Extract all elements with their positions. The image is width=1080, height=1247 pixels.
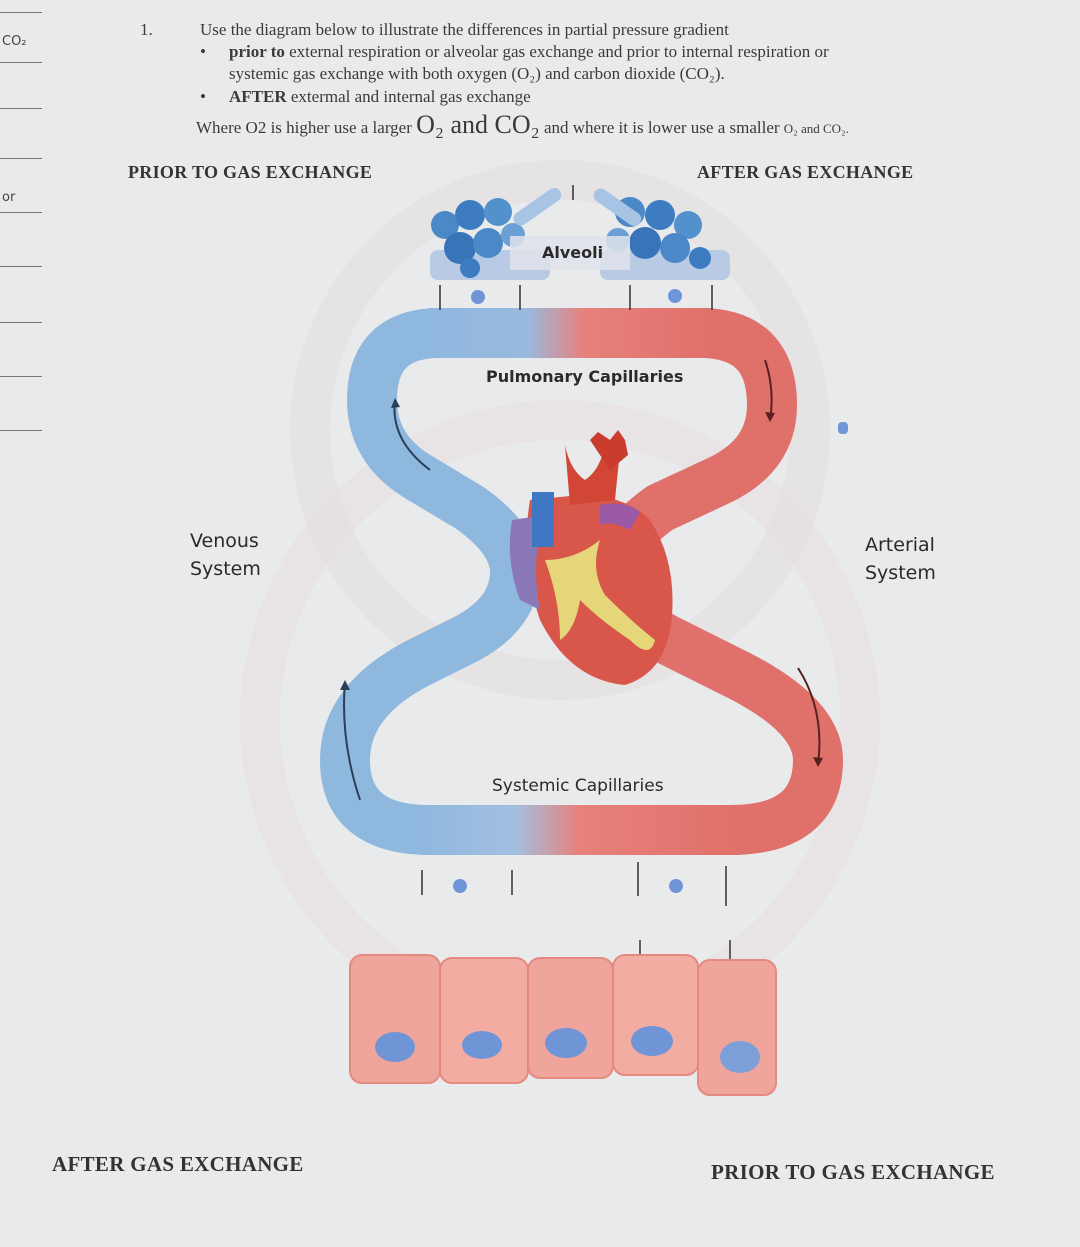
flow-arrow [393, 399, 431, 471]
arrow-head [765, 412, 775, 422]
alveoli-label-backdrop [510, 236, 630, 270]
bullet-1-text: external respiration or alveolar gas exc… [284, 42, 829, 61]
gas-molecule [471, 290, 485, 304]
large-co2: CO₂ [494, 110, 540, 139]
margin-line [0, 62, 42, 63]
tissue-cells [349, 954, 777, 1096]
instruction-period: . [845, 121, 849, 136]
instruction-text: Where O2 is higher use a larger [196, 118, 417, 137]
heading-bottom-right: PRIOR TO GAS EXCHANGE [711, 1160, 995, 1184]
question-intro: Use the diagram below to illustrate the … [200, 20, 729, 39]
arrow-head [340, 680, 350, 690]
large-o2: O₂ [416, 110, 444, 139]
margin-scribble: CO₂ [2, 34, 27, 49]
margin-line [0, 430, 42, 431]
instruction-text: and where it is lower use a smaller [539, 118, 784, 137]
bullet-2-text: extermal and internal gas exchange [286, 87, 531, 106]
arterial-label-line2: System [865, 562, 936, 584]
question-number: 1. [140, 20, 153, 39]
pulmonary-capillary-segment [430, 308, 710, 358]
flow-arrow [343, 681, 361, 801]
margin-scribble: or [2, 190, 16, 205]
background-ghost [290, 160, 830, 700]
instruction-and: and [443, 110, 495, 139]
heart-illustration [509, 430, 673, 685]
venous-label-line1: Venous [190, 530, 259, 552]
heading-top-left: PRIOR TO GAS EXCHANGE [128, 162, 373, 182]
systemic-capillaries-label: Systemic Capillaries [492, 776, 664, 796]
bullet-2: AFTER extermal and internal gas exchange [229, 86, 531, 108]
instruction-and-small: and [797, 121, 823, 136]
bullet-dot: • [200, 42, 206, 61]
margin-line [0, 212, 42, 213]
arterial-system-label: Arterial System [865, 531, 936, 587]
alveoli-right [593, 188, 730, 280]
flow-arrow [797, 667, 821, 766]
pulmonary-capillaries-label: Pulmonary Capillaries [486, 367, 684, 386]
bullet-dot: • [200, 87, 206, 106]
systemic-capillary-segment [420, 805, 740, 855]
bullet-1: prior to external respiration or alveola… [229, 41, 989, 85]
venous-system-label: Venous System [190, 527, 261, 583]
venous-label-line2: System [190, 558, 261, 580]
stray-mark [838, 422, 848, 434]
small-co2: CO₂ [822, 121, 846, 136]
alveoli-label: Alveoli [542, 243, 604, 262]
heading-bottom-left: AFTER GAS EXCHANGE [52, 1152, 304, 1176]
bullet-2-bold: AFTER [229, 87, 287, 106]
bullet-1-bold: prior to [229, 42, 285, 61]
margin-line [0, 322, 42, 323]
margin-line [0, 108, 42, 109]
margin-line [0, 266, 42, 267]
heading-top-right: AFTER GAS EXCHANGE [697, 162, 914, 182]
arrow-head [813, 757, 823, 767]
arterial-label-line1: Arterial [865, 534, 935, 556]
bullet-1-text-line2: systemic gas exchange with both oxygen (… [229, 64, 725, 83]
small-o2: O₂ [783, 121, 798, 136]
margin-line [0, 376, 42, 377]
arrow-head [391, 398, 400, 408]
margin-line [0, 12, 42, 13]
gas-molecule [453, 879, 467, 893]
gas-molecule [668, 289, 682, 303]
gas-molecule [669, 879, 683, 893]
instruction-line: Where O2 is higher use a larger O₂ and C… [196, 112, 849, 142]
margin-line [0, 158, 42, 159]
